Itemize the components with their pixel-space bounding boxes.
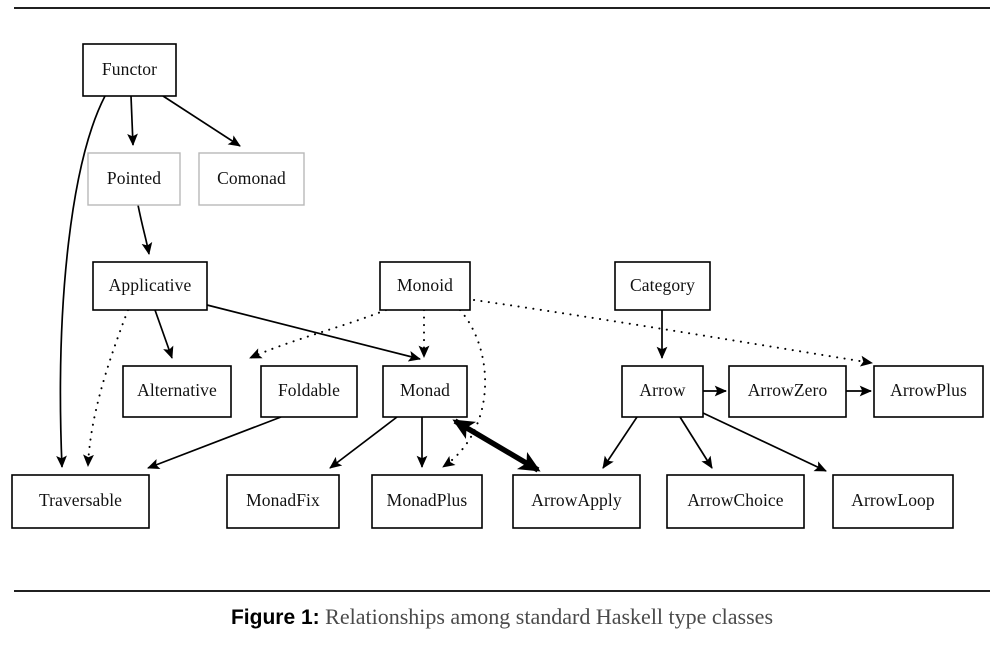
node-arrow[interactable]: Arrow xyxy=(621,365,704,418)
node-monad[interactable]: Monad xyxy=(382,365,468,418)
node-label-arrowapply: ArrowApply xyxy=(531,490,622,510)
edge-applicative-monad xyxy=(206,304,421,362)
node-label-monadplus: MonadPlus xyxy=(387,490,468,510)
node-monoid[interactable]: Monoid xyxy=(379,261,471,311)
node-label-alternative: Alternative xyxy=(137,380,217,400)
edge-arrow-arrowapply xyxy=(602,416,638,469)
edge-monad-monadfix xyxy=(329,416,398,469)
node-label-arrowchoice: ArrowChoice xyxy=(687,490,783,510)
edge-arrow-arrowloop xyxy=(702,412,827,472)
node-label-monoid: Monoid xyxy=(397,275,453,295)
edge-functor-traversable xyxy=(56,95,106,468)
node-arrowzero[interactable]: ArrowZero xyxy=(728,365,847,418)
node-label-traversable: Traversable xyxy=(39,490,122,510)
node-arrowloop[interactable]: ArrowLoop xyxy=(832,474,954,529)
edge-monad-arrowapply xyxy=(452,418,541,473)
edge-foldable-traversable xyxy=(147,416,282,469)
edge-applicative-alternative xyxy=(154,309,174,359)
edge-layer xyxy=(56,95,873,473)
node-label-monad: Monad xyxy=(400,380,450,400)
edge-functor-comonad xyxy=(162,95,241,147)
node-arrowchoice[interactable]: ArrowChoice xyxy=(666,474,805,529)
edge-applicative-traversable xyxy=(83,309,129,467)
node-label-arrowzero: ArrowZero xyxy=(748,380,828,400)
node-label-applicative: Applicative xyxy=(109,275,192,295)
edge-pointed-applicative xyxy=(137,204,153,255)
node-functor[interactable]: Functor xyxy=(82,43,177,97)
node-pointed[interactable]: Pointed xyxy=(87,152,181,206)
node-arrowapply[interactable]: ArrowApply xyxy=(512,474,641,529)
node-monadplus[interactable]: MonadPlus xyxy=(371,474,483,529)
node-layer: Functor Pointed Comonad Applicative Mono… xyxy=(11,43,984,529)
node-label-monadfix: MonadFix xyxy=(246,490,320,510)
edge-arrow-arrowchoice xyxy=(679,416,713,469)
node-label-arrow: Arrow xyxy=(639,380,685,400)
node-arrowplus[interactable]: ArrowPlus xyxy=(873,365,984,418)
node-label-pointed: Pointed xyxy=(107,168,161,188)
node-traversable[interactable]: Traversable xyxy=(11,474,150,529)
edge-monoid-foldable xyxy=(249,309,387,359)
node-label-arrowplus: ArrowPlus xyxy=(890,380,967,400)
figure-caption-text: Relationships among standard Haskell typ… xyxy=(325,604,774,629)
node-label-comonad: Comonad xyxy=(217,168,286,188)
figure-caption: Figure 1: Relationships among standard H… xyxy=(0,604,1004,630)
node-comonad[interactable]: Comonad xyxy=(198,152,305,206)
figure-caption-label: Figure 1: xyxy=(230,606,320,629)
node-label-functor: Functor xyxy=(102,59,157,79)
edge-monoid-arrowplus xyxy=(473,299,873,367)
node-label-foldable: Foldable xyxy=(278,380,340,400)
edge-functor-pointed xyxy=(127,95,138,146)
node-category[interactable]: Category xyxy=(614,261,711,311)
node-label-category: Category xyxy=(630,275,695,295)
node-foldable[interactable]: Foldable xyxy=(260,365,358,418)
node-applicative[interactable]: Applicative xyxy=(92,261,208,311)
node-label-arrowloop: ArrowLoop xyxy=(851,490,935,510)
node-alternative[interactable]: Alternative xyxy=(122,365,232,418)
node-monadfix[interactable]: MonadFix xyxy=(226,474,340,529)
